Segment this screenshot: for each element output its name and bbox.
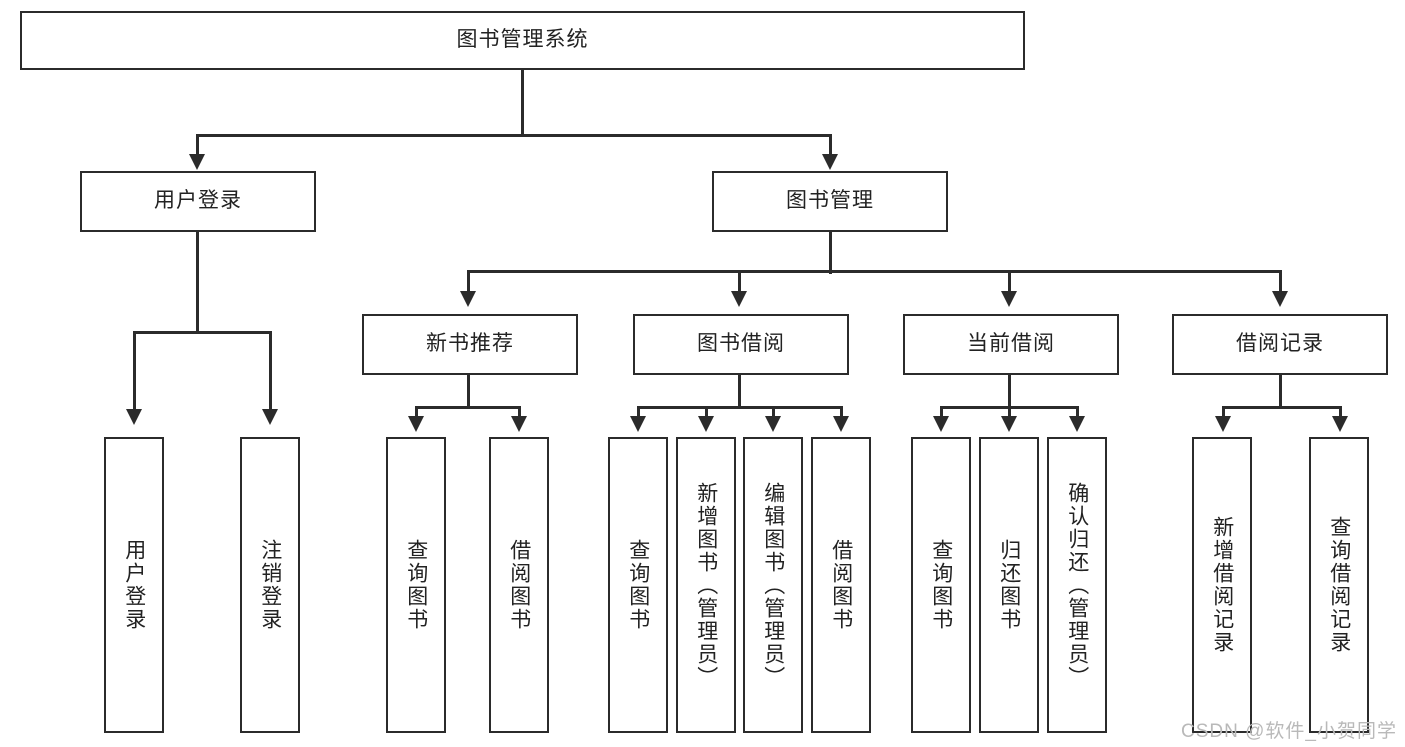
leaf-logout-label: 注销登录 [258, 539, 282, 631]
connector-to-current-borrow [1008, 270, 1011, 294]
leaf-add-book[interactable]: 新增图书（管理员） [676, 437, 736, 733]
leaf-query-book-3-label: 查询图书 [929, 539, 953, 631]
leaf-confirm-return-label: 确认归还（管理员） [1065, 481, 1089, 689]
node-root[interactable]: 图书管理系统 [20, 11, 1025, 70]
connector-book-manage-stem [829, 232, 832, 274]
leaf-query-book-1-label: 查询图书 [404, 539, 428, 631]
arrow-to-current-borrow [1001, 291, 1017, 307]
node-borrow-record-label: 借阅记录 [1236, 332, 1324, 356]
connector-nbr-drop-1 [415, 406, 418, 420]
connector-cb-drop-3 [1076, 406, 1079, 420]
leaf-user-login-label: 用户登录 [122, 539, 146, 631]
node-book-manage[interactable]: 图书管理 [712, 171, 948, 232]
leaf-borrow-book-2-label: 借阅图书 [829, 539, 853, 631]
connector-root-to-user-login [196, 134, 199, 158]
leaf-query-book-2-label: 查询图书 [626, 539, 650, 631]
leaf-query-record-label: 查询借阅记录 [1327, 516, 1351, 654]
leaf-add-record[interactable]: 新增借阅记录 [1192, 437, 1252, 733]
connector-to-new-book-rec [467, 270, 470, 294]
connector-bb-drop-3 [772, 406, 775, 420]
arrow-to-leaf-query-book-3 [933, 416, 949, 432]
connector-new-book-rec-stem [467, 375, 470, 408]
arrow-to-leaf-edit-book [765, 416, 781, 432]
arrow-to-leaf-add-book [698, 416, 714, 432]
node-book-borrow[interactable]: 图书借阅 [633, 314, 849, 375]
node-user-login-label: 用户登录 [154, 189, 242, 213]
connector-br-drop-2 [1339, 406, 1342, 420]
connector-current-borrow-stem [1008, 375, 1011, 408]
node-current-borrow-label: 当前借阅 [967, 332, 1055, 356]
connector-br-drop-1 [1222, 406, 1225, 420]
connector-bb-drop-4 [840, 406, 843, 420]
leaf-confirm-return[interactable]: 确认归还（管理员） [1047, 437, 1107, 733]
leaf-borrow-book-2[interactable]: 借阅图书 [811, 437, 871, 733]
arrow-to-leaf-add-record [1215, 416, 1231, 432]
watermark-text: CSDN @软件_小贺同学 [1181, 721, 1397, 742]
leaf-borrow-book-1-label: 借阅图书 [507, 539, 531, 631]
arrow-to-leaf-return-book [1001, 416, 1017, 432]
connector-root-to-book-manage [829, 134, 832, 158]
connector-new-book-rec-bus [415, 406, 521, 409]
connector-nbr-drop-2 [518, 406, 521, 420]
arrow-to-leaf-user-login [126, 409, 142, 425]
leaf-query-record[interactable]: 查询借阅记录 [1309, 437, 1369, 733]
node-user-login[interactable]: 用户登录 [80, 171, 316, 232]
arrow-to-leaf-query-record [1332, 416, 1348, 432]
leaf-edit-book[interactable]: 编辑图书（管理员） [743, 437, 803, 733]
arrow-to-new-book-rec [460, 291, 476, 307]
arrow-root-to-user-login [189, 154, 205, 170]
arrow-to-leaf-borrow-book-1 [511, 416, 527, 432]
arrow-to-leaf-query-book-2 [630, 416, 646, 432]
arrow-to-book-borrow [731, 291, 747, 307]
connector-root-stem [521, 70, 524, 136]
connector-cb-drop-1 [940, 406, 943, 420]
connector-user-login-drop-1 [133, 331, 136, 413]
arrow-to-borrow-record [1272, 291, 1288, 307]
connector-borrow-record-stem [1279, 375, 1282, 408]
connector-root-bus [196, 134, 832, 137]
arrow-to-leaf-confirm-return [1069, 416, 1085, 432]
connector-bb-drop-1 [637, 406, 640, 420]
leaf-logout[interactable]: 注销登录 [240, 437, 300, 733]
leaf-borrow-book-1[interactable]: 借阅图书 [489, 437, 549, 733]
leaf-user-login[interactable]: 用户登录 [104, 437, 164, 733]
connector-user-login-bus [133, 331, 272, 334]
node-borrow-record[interactable]: 借阅记录 [1172, 314, 1388, 375]
node-current-borrow[interactable]: 当前借阅 [903, 314, 1119, 375]
connector-book-borrow-stem [738, 375, 741, 408]
connector-to-borrow-record [1279, 270, 1282, 294]
node-root-label: 图书管理系统 [456, 28, 589, 52]
leaf-add-record-label: 新增借阅记录 [1210, 516, 1234, 654]
arrow-to-leaf-query-book-1 [408, 416, 424, 432]
leaf-query-book-3[interactable]: 查询图书 [911, 437, 971, 733]
node-new-book-rec-label: 新书推荐 [426, 332, 514, 356]
connector-user-login-drop-2 [269, 331, 272, 413]
connector-cb-drop-2 [1008, 406, 1011, 420]
node-book-borrow-label: 图书借阅 [697, 332, 785, 356]
connector-bb-drop-2 [705, 406, 708, 420]
leaf-edit-book-label: 编辑图书（管理员） [761, 481, 785, 689]
node-book-manage-label: 图书管理 [786, 189, 874, 213]
connector-borrow-record-bus [1222, 406, 1339, 409]
arrow-to-leaf-borrow-book-2 [833, 416, 849, 432]
leaf-query-book-2[interactable]: 查询图书 [608, 437, 668, 733]
leaf-return-book-label: 归还图书 [997, 539, 1021, 631]
connector-to-book-borrow [738, 270, 741, 294]
connector-book-borrow-bus [637, 406, 843, 409]
connector-user-login-stem [196, 232, 199, 333]
leaf-add-book-label: 新增图书（管理员） [694, 481, 718, 689]
leaf-query-book-1[interactable]: 查询图书 [386, 437, 446, 733]
arrow-to-leaf-logout [262, 409, 278, 425]
leaf-return-book[interactable]: 归还图书 [979, 437, 1039, 733]
connector-book-manage-bus [467, 270, 1282, 273]
arrow-root-to-book-manage [822, 154, 838, 170]
node-new-book-rec[interactable]: 新书推荐 [362, 314, 578, 375]
